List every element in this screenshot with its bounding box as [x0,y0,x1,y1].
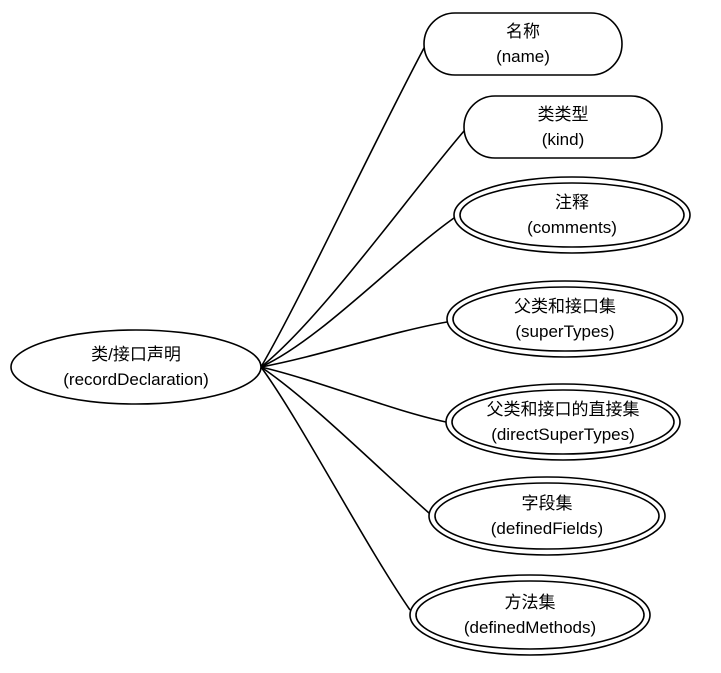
edge-root-to-comments [260,217,455,368]
comments-ellipse-outer[interactable] [453,176,691,254]
supertypes-ellipse-inner [452,286,678,352]
node-superTypes[interactable] [446,280,684,358]
directsupertypes-ellipse-outer[interactable] [445,383,681,461]
node-definedMethods[interactable] [409,574,651,656]
definedfields-ellipse-outer[interactable] [428,476,666,556]
edge-root-to-directsupertypes [260,366,447,423]
node-kind[interactable] [463,95,663,159]
definedmethods-ellipse-inner [415,580,645,650]
edge-root-to-kind [260,130,465,368]
edge-root-to-supertypes [260,321,448,368]
node-comments[interactable] [453,176,691,254]
kind-rounded-rect[interactable] [463,95,663,159]
definedmethods-ellipse-outer[interactable] [409,574,651,656]
node-name[interactable] [423,12,623,76]
name-rounded-rect[interactable] [423,12,623,76]
node-directSuperTypes[interactable] [445,383,681,461]
definedfields-ellipse-inner [434,482,660,550]
node-definedFields[interactable] [428,476,666,556]
edge-root-to-definedmethods [260,366,411,611]
edge-group [260,47,465,611]
supertypes-ellipse-outer[interactable] [446,280,684,358]
root-ellipse[interactable] [10,329,262,405]
edge-root-to-definedfields [260,366,430,514]
edge-root-to-name [260,47,425,368]
node-recordDeclaration[interactable] [10,329,262,405]
directsupertypes-ellipse-inner [451,389,675,455]
comments-ellipse-inner [459,182,685,248]
